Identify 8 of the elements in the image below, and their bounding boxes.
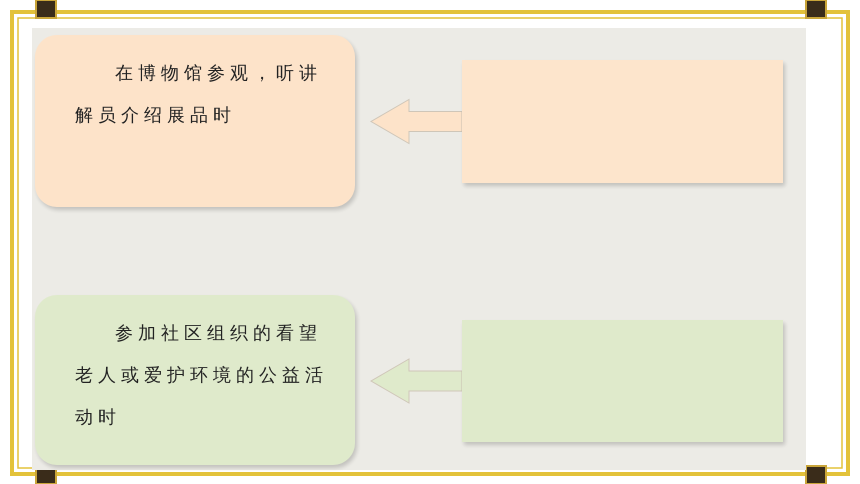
rounded-box [35, 35, 355, 207]
prompt-text: 在博物馆参观，听讲解员介绍展品时 [75, 62, 323, 128]
rounded-box [35, 295, 355, 465]
block-arrow [370, 358, 462, 404]
answer-box [462, 60, 783, 183]
block-arrow [370, 98, 462, 144]
answer-box [462, 320, 783, 442]
prompt-text: 参加社区组织的看望老人或爱护环境的公益活动时 [75, 322, 329, 430]
